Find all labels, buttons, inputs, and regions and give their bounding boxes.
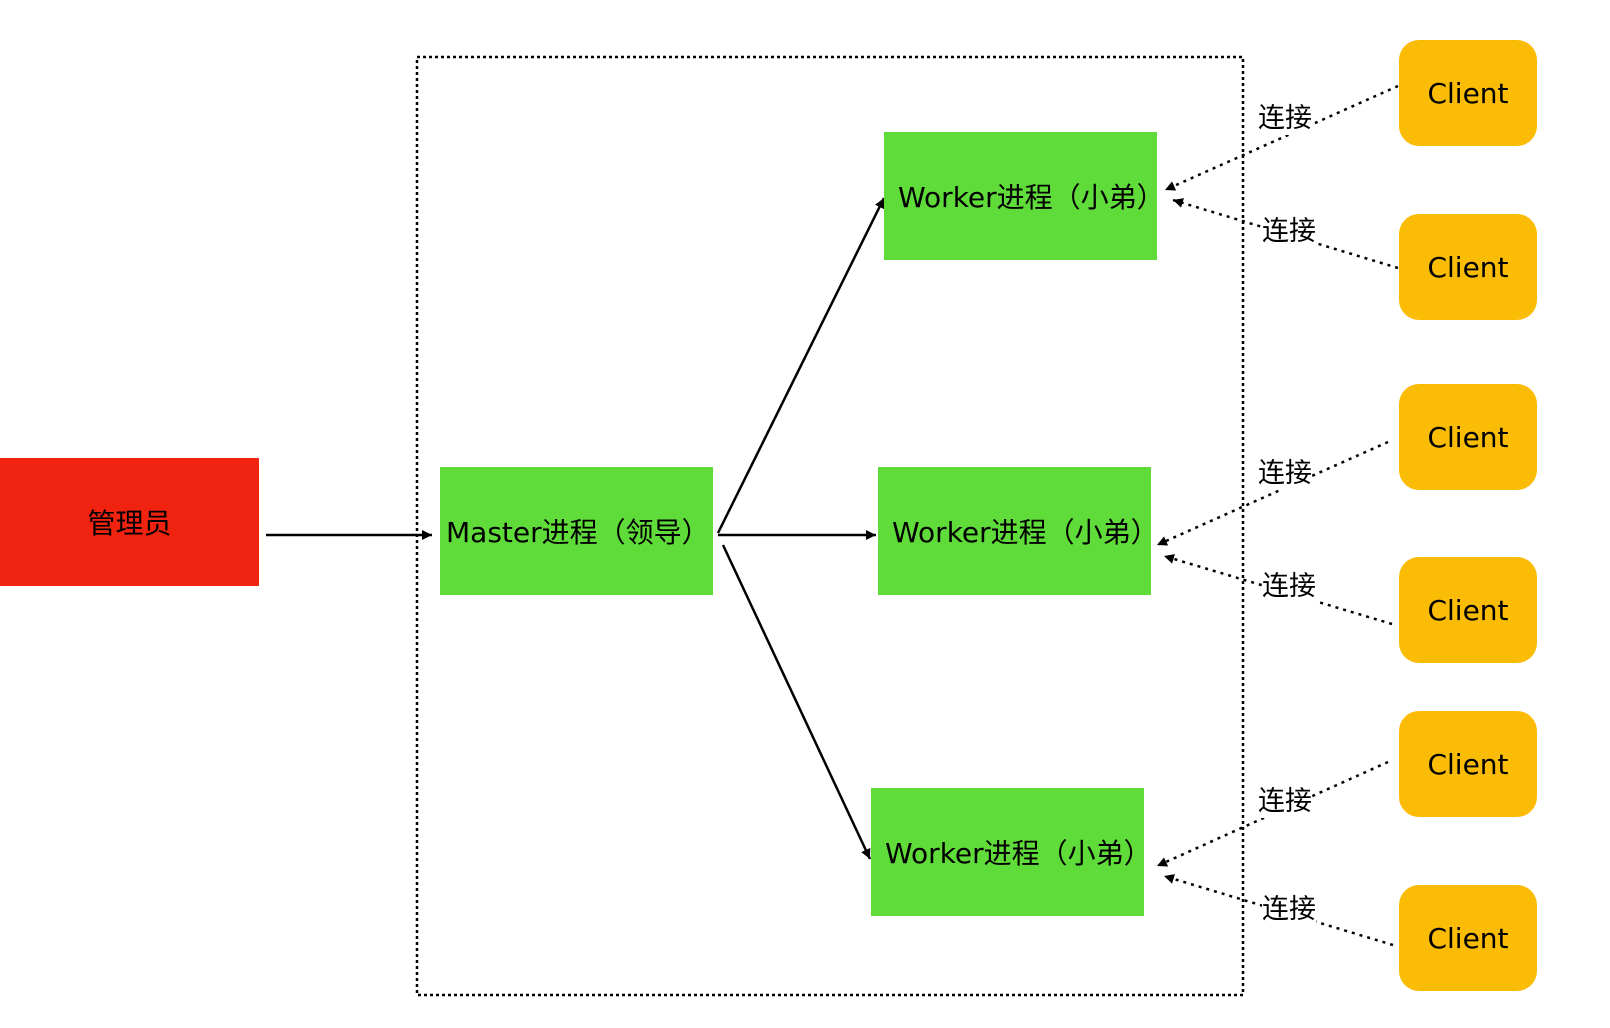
client-label: Client — [1427, 250, 1509, 284]
worker-process-label: Worker进程（小弟） — [885, 837, 1152, 870]
connect-edge-label: 连接 — [1262, 894, 1316, 926]
client-node-1: Client — [1399, 40, 1537, 146]
client-label: Client — [1427, 921, 1509, 955]
client-label: Client — [1427, 76, 1509, 110]
master-process-node: Master进程（领导） — [440, 467, 713, 595]
admin-node: 管理员 — [0, 458, 259, 586]
arrow-master-to-worker-3 — [721, 544, 872, 860]
client-label: Client — [1427, 593, 1509, 627]
connect-edge-label: 连接 — [1258, 458, 1312, 490]
worker-process-node-1: Worker进程（小弟） — [884, 132, 1165, 260]
worker-process-node-2: Worker进程（小弟） — [878, 467, 1159, 595]
master-process-label: Master进程（领导） — [446, 516, 710, 549]
connect-edge-label: 连接 — [1262, 571, 1316, 603]
worker-process-label: Worker进程（小弟） — [892, 516, 1159, 549]
client-node-2: Client — [1399, 214, 1537, 320]
client-label: Client — [1427, 747, 1509, 781]
worker-process-label: Worker进程（小弟） — [898, 181, 1165, 214]
admin-label: 管理员 — [87, 507, 172, 540]
client-node-4: Client — [1399, 557, 1537, 663]
dotted-arrow-client-1-to-worker-1 — [1164, 84, 1399, 192]
connect-edge-label: 连接 — [1258, 103, 1312, 135]
dotted-arrow-client-3-to-worker-2 — [1156, 440, 1389, 547]
client-node-5: Client — [1399, 711, 1537, 817]
connect-edge-label: 连接 — [1262, 216, 1316, 248]
arrow-master-to-worker-1 — [716, 197, 886, 534]
worker-process-node-3: Worker进程（小弟） — [871, 788, 1152, 916]
client-node-6: Client — [1399, 885, 1537, 991]
client-node-3: Client — [1399, 384, 1537, 490]
connect-edge-label: 连接 — [1258, 786, 1312, 818]
client-label: Client — [1427, 420, 1509, 454]
dotted-arrow-client-5-to-worker-3 — [1156, 760, 1389, 868]
